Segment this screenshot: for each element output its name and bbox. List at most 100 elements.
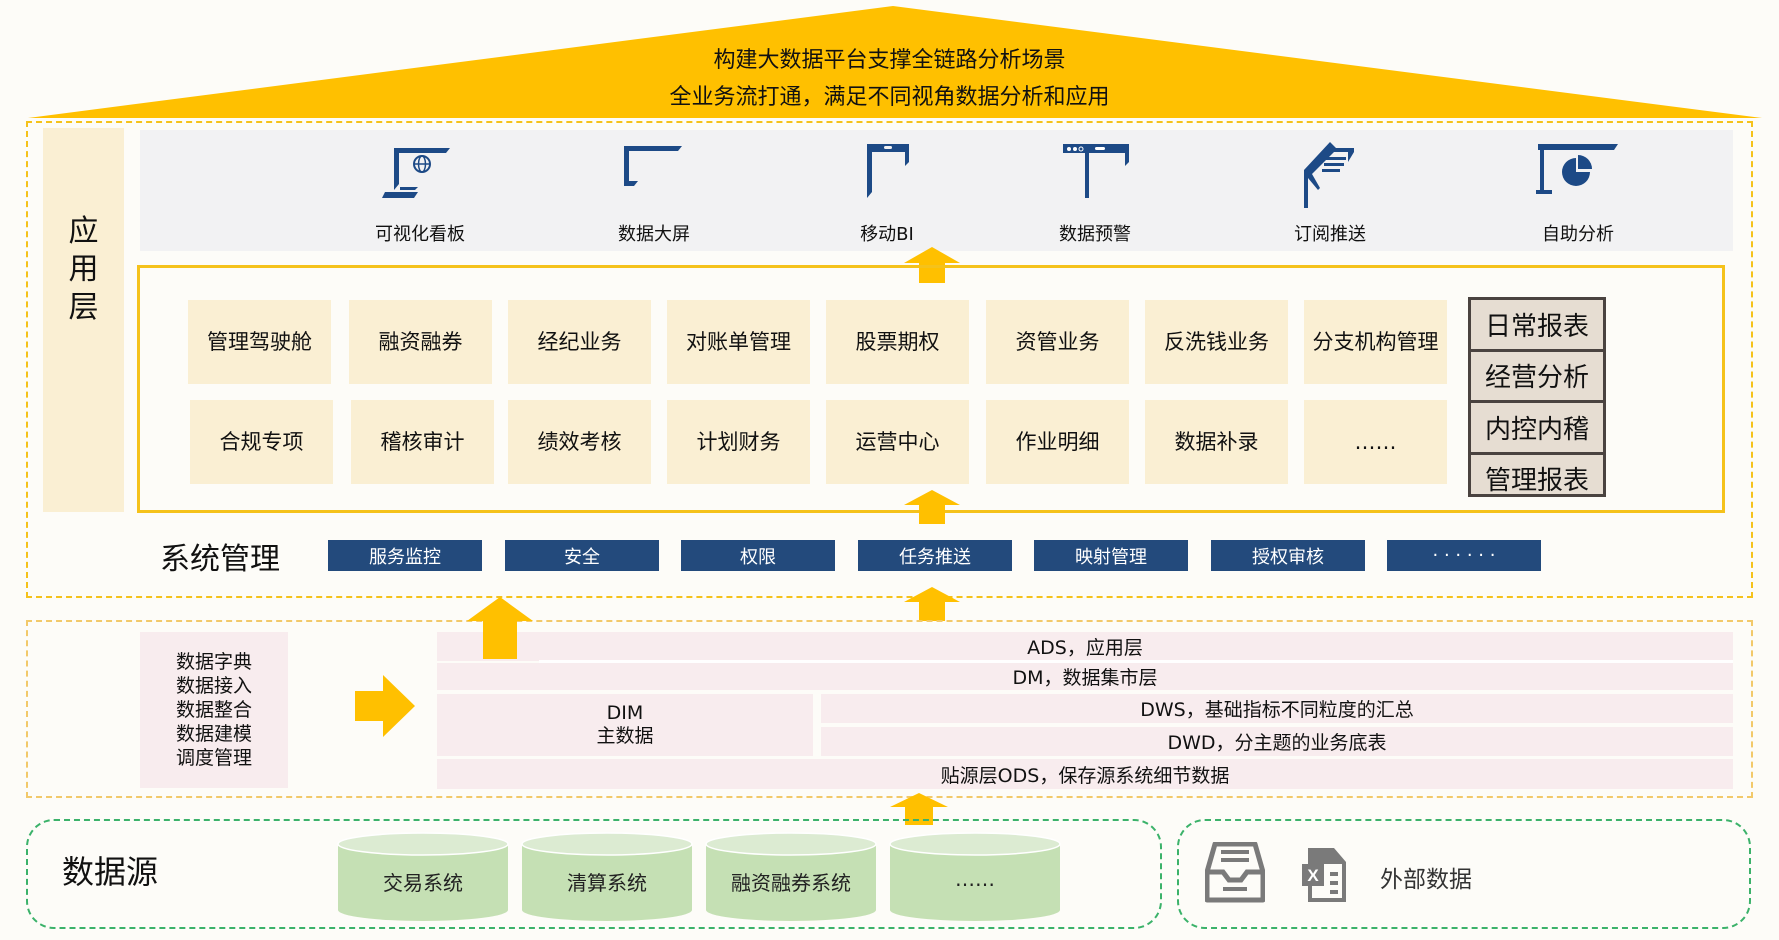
capability-self-service[interactable]: 自助分析: [1498, 130, 1658, 251]
business-tile[interactable]: 对账单管理: [667, 300, 810, 384]
capability-band: 可视化看板 数据大屏 移动BI 数据预警 订阅推送: [140, 130, 1733, 251]
side-label-char: 用: [68, 252, 99, 287]
data-source-title: 数据源: [62, 853, 159, 891]
database-cylinder-icon: [705, 832, 877, 921]
data-source-container: [26, 819, 1162, 929]
business-tile[interactable]: 计划财务: [667, 400, 810, 484]
database-cylinder-icon: [521, 832, 693, 921]
capability-data-screen[interactable]: 数据大屏: [574, 130, 734, 251]
side-label-char: 层: [68, 290, 99, 325]
capability-label: 订阅推送: [1294, 224, 1366, 245]
roof-headline: 构建大数据平台支撑全链路分析场景: [713, 48, 1066, 73]
arrow-right-icon: [355, 675, 415, 737]
business-tile-label: 经纪业务: [537, 330, 622, 354]
business-tile-label: 稽核审计: [380, 430, 465, 454]
business-tile[interactable]: 经纪业务: [508, 300, 651, 384]
arrow-up-icon: [467, 597, 533, 659]
business-tile-label: 管理驾驶舱: [207, 330, 312, 354]
pie-chart-board-icon: [1536, 144, 1618, 194]
business-tile[interactable]: 融资融券: [349, 300, 492, 384]
system-mgmt-button[interactable]: 服务监控: [328, 540, 482, 571]
source-system-label: 融资融券系统: [731, 871, 851, 895]
layer-dwd-label: DWD，分主题的业务底表: [1167, 732, 1387, 754]
report-stack: 日常报表 经营分析 内控内稽 管理报表: [1468, 297, 1606, 497]
subscription-push-icon: [1304, 142, 1354, 208]
process-item: 数据接入: [175, 675, 252, 697]
report-management[interactable]: 管理报表: [1484, 466, 1589, 497]
system-mgmt-button[interactable]: · · · · · ·: [1387, 540, 1541, 571]
capability-label: 自助分析: [1542, 224, 1614, 245]
source-system-cylinder[interactable]: 清算系统: [521, 832, 693, 922]
source-system-cylinder[interactable]: ……: [889, 832, 1061, 922]
capability-mobile-bi[interactable]: 移动BI: [807, 130, 967, 251]
business-tile-label: 计划财务: [696, 430, 781, 454]
business-tile[interactable]: ……: [1304, 400, 1447, 484]
arrow-up-icon: [890, 793, 948, 825]
capability-data-alert[interactable]: 数据预警: [1015, 130, 1175, 251]
roof-subline: 全业务流打通，满足不同视角数据分析和应用: [669, 85, 1110, 110]
process-item: 数据建模: [175, 723, 252, 745]
capability-subscription-push[interactable]: 订阅推送: [1250, 130, 1410, 251]
business-tile-label: 反洗钱业务: [1164, 330, 1269, 354]
capability-label: 数据预警: [1059, 224, 1131, 245]
business-tile[interactable]: 分支机构管理: [1304, 300, 1447, 384]
process-item: 数据整合: [175, 699, 252, 721]
layer-ads: ADS，应用层: [437, 632, 1733, 661]
large-screen-icon: [624, 146, 682, 186]
inbox-tray-icon: [1205, 842, 1265, 903]
database-cylinder-icon: [889, 832, 1061, 921]
source-system-cylinder[interactable]: 交易系统: [337, 832, 509, 922]
report-operations[interactable]: 经营分析: [1471, 352, 1603, 403]
business-tile[interactable]: 作业明细: [986, 400, 1129, 484]
roof-triangle: [28, 6, 1762, 118]
business-tile[interactable]: 稽核审计: [351, 400, 494, 484]
business-tile[interactable]: 资管业务: [986, 300, 1129, 384]
layer-dm: DM，数据集市层: [437, 663, 1733, 690]
source-system-cylinder[interactable]: 融资融券系统: [705, 832, 877, 922]
system-mgmt-button[interactable]: 任务推送: [858, 540, 1012, 571]
capability-label: 数据大屏: [618, 224, 690, 245]
data-warehouse-container: [26, 620, 1753, 798]
business-tile[interactable]: 运营中心: [826, 400, 969, 484]
business-tile-label: 分支机构管理: [1312, 330, 1439, 354]
layer-dws-label: DWS，基础指标不同粒度的汇总: [1140, 699, 1414, 721]
business-tile-label: 股票期权: [855, 330, 940, 354]
external-data-container: [1177, 819, 1751, 929]
report-internal-control[interactable]: 内控内稽: [1471, 403, 1603, 455]
svg-text:X: X: [1307, 866, 1319, 885]
system-mgmt-button[interactable]: 权限: [681, 540, 835, 571]
business-tile-label: 资管业务: [1015, 330, 1100, 354]
source-system-label: 交易系统: [383, 871, 463, 895]
business-tile-label: 运营中心: [855, 430, 940, 454]
application-layer-label: 应 用 层: [43, 128, 124, 512]
system-mgmt-button[interactable]: 映射管理: [1034, 540, 1188, 571]
system-management-title: 系统管理: [160, 542, 280, 577]
business-tile-label: 绩效考核: [537, 430, 622, 454]
layer-ads-label: ADS，应用层: [1027, 637, 1143, 659]
external-data-label: 外部数据: [1380, 867, 1472, 893]
system-mgmt-button[interactable]: 安全: [505, 540, 659, 571]
layer-divider: [539, 660, 1733, 663]
source-system-label: ……: [955, 867, 995, 891]
layer-dws: DWS，基础指标不同粒度的汇总: [821, 694, 1733, 723]
business-tile[interactable]: 反洗钱业务: [1145, 300, 1288, 384]
arrow-up-icon: [904, 490, 960, 524]
report-daily[interactable]: 日常报表: [1471, 300, 1603, 352]
layer-dim: DIM 主数据: [437, 694, 813, 756]
business-tile[interactable]: 管理驾驶舱: [188, 300, 331, 384]
arrow-up-icon: [904, 587, 960, 621]
business-tile-label: 作业明细: [1015, 430, 1100, 454]
system-mgmt-button[interactable]: 授权审核: [1211, 540, 1365, 571]
capability-visual-dashboard[interactable]: 可视化看板: [340, 130, 500, 251]
business-tile-label: 合规专项: [219, 430, 304, 454]
business-tile[interactable]: 数据补录: [1145, 400, 1288, 484]
layer-ods: 贴源层ODS，保存源系统细节数据: [437, 759, 1733, 789]
capability-label: 可视化看板: [375, 224, 465, 245]
process-item: 调度管理: [175, 747, 252, 769]
business-tile[interactable]: 股票期权: [826, 300, 969, 384]
business-tile-label: 对账单管理: [686, 330, 791, 354]
side-label-char: 应: [68, 214, 99, 249]
business-tile-label: 融资融券: [378, 330, 463, 354]
business-tile[interactable]: 绩效考核: [508, 400, 651, 484]
business-tile[interactable]: 合规专项: [190, 400, 333, 484]
